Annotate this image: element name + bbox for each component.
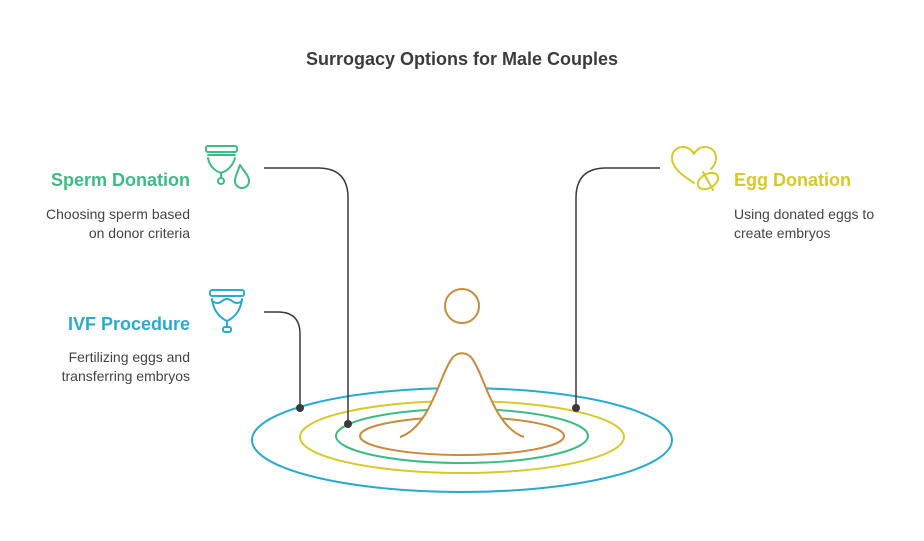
sperm-connector-dot <box>344 420 352 428</box>
egg-donation-description-line-2: create embryos <box>734 225 831 241</box>
ivf-connector-dot <box>296 404 304 412</box>
ivf-procedure-description-line-2: transferring embryos <box>61 368 190 384</box>
menstrual-cup-icon <box>209 289 245 333</box>
ivf-connector-line <box>264 311 301 408</box>
ivf-procedure-description: Fertilizing eggs and transferring embryo… <box>20 348 190 386</box>
diagram-title: Surrogacy Options for Male Couples <box>305 49 619 69</box>
ivf-procedure-label: IVF Procedure <box>67 314 190 334</box>
heart-pill-icon <box>671 146 720 191</box>
menstrual-cup-drop-icon <box>205 145 250 189</box>
sperm-donation-description-line-2: on donor criteria <box>88 225 190 241</box>
sperm-connector-line <box>264 167 349 424</box>
egg-donation-description: Using donated eggs to create embryos <box>734 205 914 243</box>
ivf-procedure-description-line-1: Fertilizing eggs and <box>68 349 190 365</box>
person-body-icon <box>399 352 525 438</box>
egg-donation-label: Egg Donation <box>734 170 851 190</box>
egg-donation-description-line-1: Using donated eggs to <box>734 206 875 222</box>
egg-connector-dot <box>572 404 580 412</box>
person-head-icon <box>444 288 480 324</box>
egg-connector-line <box>575 167 660 408</box>
sperm-donation-label: Sperm Donation <box>50 170 190 190</box>
sperm-donation-description-line-1: Choosing sperm based <box>46 206 190 222</box>
sperm-donation-description: Choosing sperm based on donor criteria <box>20 205 190 243</box>
